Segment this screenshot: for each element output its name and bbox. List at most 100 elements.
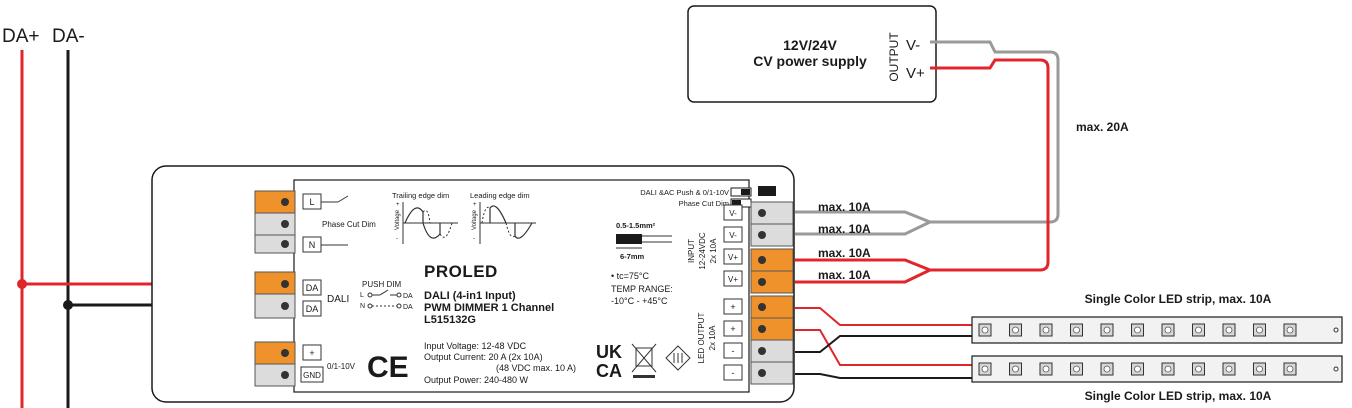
psu-wires: max. 20A max. 10A max. 10A max. 10A max.…	[795, 40, 1129, 284]
zero-ten-label: 0/1-10V	[327, 362, 356, 371]
device-model: L515132G	[424, 314, 476, 326]
terminal-block-010v	[254, 341, 296, 387]
v-minus-wire-2	[795, 220, 931, 236]
spec-output-current: Output Current: 20 A (2x 10A)	[424, 352, 543, 362]
terminal-da2-label: DA	[306, 304, 319, 314]
da-minus-label: DA-	[52, 26, 85, 47]
led-minus-wire-1	[795, 335, 975, 353]
led-output-wires	[795, 307, 975, 379]
temp-range-value: -10°C - +45°C	[611, 296, 668, 306]
terminal-gnd-label: GND	[303, 371, 321, 380]
wire-spec: 0.5-1.5mm²	[616, 221, 656, 230]
ca-mark: CA	[596, 361, 622, 381]
brand-logo: PROLED	[424, 262, 498, 281]
spec-output-power: Output Power: 240-480 W	[424, 375, 529, 385]
output-block-line1: LED OUTPUT	[697, 313, 706, 364]
terminal-l-label: L	[309, 197, 314, 207]
dimmer-device: L N Phase Cut Dim DA DA DALI PUSH DIM L …	[151, 165, 795, 403]
input-block-line1: INPUT	[687, 239, 696, 263]
temp-range-label: TEMP RANGE:	[611, 284, 673, 294]
trailing-edge-label: Trailing edge dim	[392, 191, 449, 200]
trailing-edge-waveform: Trailing edge dim + - Voltage	[392, 191, 458, 244]
input-pin-box	[723, 248, 743, 265]
input-pin-label: V-	[729, 231, 737, 240]
led-strip-top-label: Single Color LED strip, max. 10A	[1085, 292, 1272, 306]
switch-body	[758, 186, 776, 196]
da-plus-label: DA+	[2, 26, 40, 47]
switch-label-2: Phase Cut Dim	[679, 199, 729, 208]
leading-edge-waveform: Leading edge dim + - Voltage	[470, 191, 536, 244]
terminal-block-input	[750, 201, 794, 294]
input-block-line3: 2x 10A	[709, 238, 718, 264]
tc-label: • tc=75°C	[611, 271, 650, 281]
terminal-block-output	[750, 295, 794, 385]
class-iii-icon	[665, 345, 691, 371]
phase-cut-dim-label: Phase Cut Dim	[322, 220, 376, 229]
power-supply-line1: 12V/24V	[783, 37, 837, 53]
terminal-block-phase	[254, 190, 296, 254]
v-minus-wire-1	[795, 40, 1060, 224]
output-pin-label: -	[732, 346, 735, 356]
terminal-plus-label: +	[309, 348, 314, 358]
led-strip-bottom-label: Single Color LED strip, max. 10A	[1085, 389, 1272, 403]
power-supply: 12V/24V CV power supply OUTPUT V- V+	[687, 5, 937, 103]
v-plus-wire-2	[795, 268, 931, 284]
output-pin-label: -	[732, 368, 735, 378]
input-pin-box	[723, 204, 743, 221]
output-pin-box	[723, 320, 743, 337]
led-minus-wire-2	[795, 373, 975, 379]
da-minus-junction	[63, 300, 73, 310]
weee-icon	[631, 343, 657, 378]
leading-edge-label: Leading edge dim	[470, 191, 530, 200]
output-pin-box	[723, 364, 743, 381]
trailing-axis-minus: -	[396, 236, 398, 242]
push-dim-l: L	[360, 292, 364, 299]
input-pin-label: V+	[728, 275, 738, 284]
led-plus-wire-1	[795, 307, 975, 326]
power-supply-output-label: OUTPUT	[887, 32, 901, 82]
input-pin-label: V+	[728, 253, 738, 262]
power-supply-v-minus: V-	[906, 37, 920, 54]
input-pin-box	[723, 226, 743, 243]
spec-output-current-note: (48 VDC max. 10 A)	[496, 363, 576, 373]
power-supply-box	[687, 5, 937, 103]
input-block-line2: 12-24VDC	[698, 232, 707, 270]
max-10a-label-3: max. 10A	[818, 246, 871, 260]
output-pin-box	[723, 298, 743, 315]
uk-mark: UK	[596, 342, 622, 362]
terminal-n-label: N	[309, 240, 316, 250]
led-strip-top: Single Color LED strip, max. 10A	[971, 292, 1343, 344]
input-pin-box	[723, 270, 743, 287]
push-dim-label: PUSH DIM	[362, 280, 401, 289]
max-20a-label: max. 20A	[1076, 120, 1129, 134]
input-pin-label: V-	[729, 209, 737, 218]
terminal-da1-label: DA	[306, 283, 319, 293]
output-pin-label: +	[730, 324, 735, 334]
leading-axis-minus: -	[473, 236, 475, 242]
trailing-voltage-label: Voltage	[395, 209, 401, 230]
ce-mark: CE	[367, 351, 409, 384]
output-pin-label: +	[730, 302, 735, 312]
device-subtitle: PWM DIMMER 1 Channel	[424, 302, 554, 314]
max-10a-label-4: max. 10A	[818, 268, 871, 282]
dali-label: DALI	[327, 294, 349, 305]
power-supply-line2: CV power supply	[753, 53, 867, 69]
max-10a-label-1: max. 10A	[818, 200, 871, 214]
da-plus-junction	[17, 279, 27, 289]
device-label-panel	[293, 179, 750, 393]
terminal-block-dali	[254, 271, 296, 319]
device-name: DALI (4-in1 Input)	[424, 290, 516, 302]
v-plus-wire-1	[795, 58, 1050, 272]
spec-input-voltage: Input Voltage: 12-48 VDC	[424, 341, 527, 351]
wire-strip-length: 6-7mm	[620, 252, 645, 261]
push-dim-da1: DA	[403, 293, 413, 300]
leading-voltage-label: Voltage	[472, 209, 478, 230]
trailing-axis-plus: +	[396, 202, 400, 208]
output-block-line2: 2x 10A	[708, 325, 717, 351]
push-dim-n: N	[360, 303, 365, 310]
led-strip-bottom: Single Color LED strip, max. 10A	[971, 355, 1343, 403]
led-plus-wire-2	[795, 329, 975, 366]
output-pin-box	[723, 342, 743, 359]
leading-axis-plus: +	[473, 202, 477, 208]
max-10a-label-2: max. 10A	[818, 222, 871, 236]
